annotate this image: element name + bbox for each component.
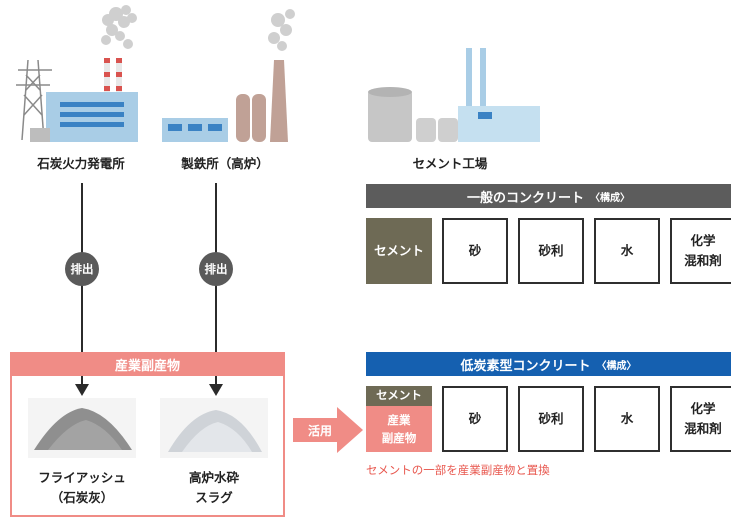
steel-mill-label: 製鉄所（高炉）: [181, 156, 269, 171]
low-carbon-sand-box: 砂: [442, 386, 508, 452]
low-carbon-cement-box: セメント: [366, 386, 432, 406]
low-carbon-byproduct-box: 産業 副産物: [366, 406, 432, 452]
low-carbon-gravel-box: 砂利: [518, 386, 584, 452]
utilize-label: 活用: [307, 424, 332, 438]
fly-ash-image: [28, 398, 136, 458]
slag-line2: スラグ: [195, 490, 233, 505]
factory-illustrations: [16, 5, 540, 142]
general-concrete-subtitle: 〈構成〉: [590, 192, 630, 204]
low-carbon-water-box: 水: [594, 386, 660, 452]
low-carbon-concrete-header: 低炭素型コンクリート 〈構成〉: [366, 352, 731, 376]
coal-plant-illustration: [16, 5, 138, 142]
general-gravel-box: 砂利: [518, 218, 584, 284]
general-concrete-header: 一般のコンクリート 〈構成〉: [366, 184, 731, 208]
general-sand-box: 砂: [442, 218, 508, 284]
coal-plant-label: 石炭火力発電所: [37, 156, 125, 171]
fly-ash-label: フライアッシュ （石炭灰）: [28, 468, 136, 508]
steel-discharge-badge: 排出: [199, 252, 233, 286]
steel-mill-illustration: [162, 9, 295, 142]
cement-plant-illustration: [368, 48, 540, 142]
byproducts-title: 産業副産物: [10, 352, 285, 376]
slag-label: 高炉水砕 スラグ: [160, 468, 268, 508]
low-carbon-concrete-subtitle: 〈構成〉: [596, 360, 637, 372]
general-admixture-box: 化学 混和剤: [670, 218, 731, 284]
cement-plant-label: セメント工場: [412, 156, 488, 171]
slag-line1: 高炉水砕: [188, 470, 239, 485]
coal-arrowhead: [75, 384, 89, 396]
fly-ash-line2: （石炭灰）: [50, 490, 114, 505]
utilize-arrow: [293, 407, 363, 453]
replacement-note: セメントの一部を産業副産物と置換: [366, 463, 550, 477]
general-concrete-title: 一般のコンクリート: [466, 190, 584, 206]
coal-discharge-badge: 排出: [65, 252, 99, 286]
steel-arrowhead: [209, 384, 223, 396]
fly-ash-line1: フライアッシュ: [38, 470, 126, 485]
general-cement-box: セメント: [366, 218, 432, 284]
low-carbon-admixture-box: 化学 混和剤: [670, 386, 731, 452]
slag-image: [160, 398, 268, 458]
low-carbon-concrete-title: 低炭素型コンクリート: [460, 358, 591, 374]
general-water-box: 水: [594, 218, 660, 284]
